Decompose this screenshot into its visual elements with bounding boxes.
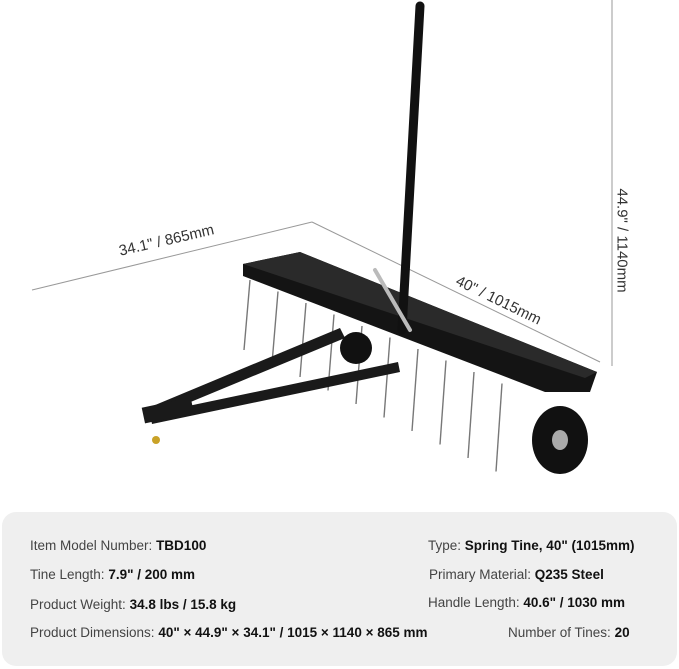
wheels xyxy=(340,332,588,474)
spec-panel: Item Model Number: TBD100 Type: Spring T… xyxy=(2,512,677,666)
deck xyxy=(243,252,597,392)
handle xyxy=(373,1,425,335)
tine xyxy=(411,348,419,432)
spec-material: Primary Material: Q235 Steel xyxy=(429,567,604,582)
spec-handle-length: Handle Length: 40.6" / 1030 mm xyxy=(428,595,626,610)
spec-type: Type: Spring Tine, 40" (1015mm) xyxy=(428,538,635,553)
tine xyxy=(383,337,391,418)
tine xyxy=(439,360,447,445)
tines xyxy=(243,279,503,472)
tine xyxy=(243,279,251,351)
tine xyxy=(467,371,475,459)
spec-weight: Product Weight: 34.8 lbs / 15.8 kg xyxy=(30,597,237,612)
spec-tine-count: Number of Tines: 20 xyxy=(508,625,630,640)
height-dimension-label: 44.9" / 1140mm xyxy=(613,188,631,293)
tine xyxy=(495,383,503,472)
dimension-lines xyxy=(31,0,613,366)
product-image-dethatcher xyxy=(31,0,613,474)
hitch-arms xyxy=(141,328,400,444)
tine xyxy=(299,302,307,378)
spec-tine-length: Tine Length: 7.9" / 200 mm xyxy=(30,567,196,582)
spec-model: Item Model Number: TBD100 xyxy=(30,538,207,553)
spec-dimensions: Product Dimensions: 40" × 44.9" × 34.1" … xyxy=(30,625,428,640)
tine xyxy=(271,291,279,364)
